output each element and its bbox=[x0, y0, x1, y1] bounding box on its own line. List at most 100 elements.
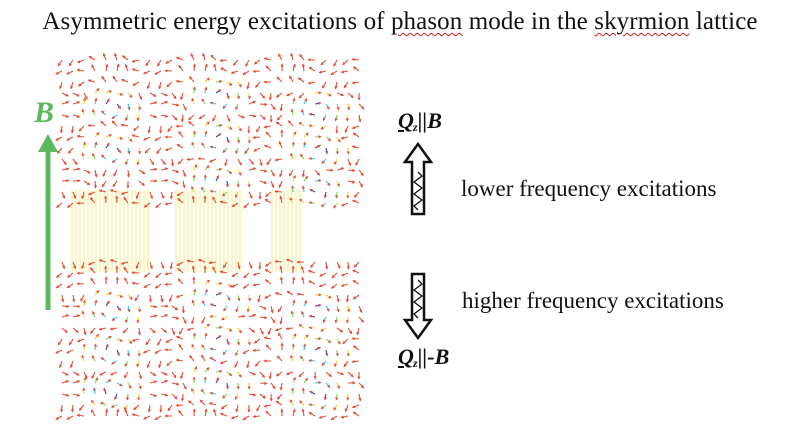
spin-arrow bbox=[320, 202, 327, 208]
spin-arrow bbox=[264, 261, 272, 267]
spin-arrow bbox=[116, 147, 122, 154]
spin-arrow bbox=[192, 332, 197, 340]
spin-arrow bbox=[122, 327, 129, 334]
spin-arrow bbox=[81, 310, 85, 318]
spin-arrow bbox=[290, 52, 294, 61]
spin-arrow bbox=[135, 261, 140, 270]
spin-arrow bbox=[81, 354, 85, 362]
higher-frequency-label: higher frequency excitations bbox=[462, 288, 724, 313]
spin-arrow bbox=[259, 158, 263, 167]
spin-arrow bbox=[314, 380, 322, 385]
spin-arrow bbox=[259, 381, 268, 385]
spin-arrow bbox=[186, 259, 195, 263]
spin-arrow bbox=[123, 266, 129, 274]
spin-arrow bbox=[257, 294, 261, 303]
spin-arrow bbox=[55, 70, 63, 75]
spin-arrow bbox=[347, 168, 356, 173]
spin-arrow bbox=[246, 360, 250, 369]
spin-arrow bbox=[292, 131, 297, 138]
spin-arrow bbox=[204, 408, 208, 417]
spin-arrow bbox=[159, 125, 163, 134]
spin-arrow bbox=[247, 338, 251, 346]
spin-arrow bbox=[237, 125, 242, 132]
spin-arrow bbox=[160, 314, 169, 318]
spin-arrow bbox=[336, 382, 340, 390]
spin-arrow bbox=[201, 316, 206, 324]
spin-arrow bbox=[277, 332, 283, 340]
spin-arrow bbox=[204, 323, 210, 329]
spin-arrow bbox=[171, 114, 178, 121]
spin-arrow bbox=[72, 114, 81, 118]
spin-arrow bbox=[127, 338, 133, 345]
spin-arrow bbox=[308, 66, 316, 72]
q-relation: ||- bbox=[417, 344, 435, 369]
spin-arrow bbox=[299, 355, 305, 362]
spin-arrow bbox=[175, 294, 184, 298]
spin-arrow bbox=[105, 335, 113, 340]
spin-arrow bbox=[255, 81, 261, 88]
spin-arrow bbox=[166, 81, 173, 88]
spin-arrow bbox=[136, 114, 140, 122]
spin-arrow bbox=[234, 360, 239, 368]
spin-arrow bbox=[138, 371, 143, 380]
spin-arrow bbox=[136, 316, 140, 324]
spin-arrow bbox=[351, 81, 360, 85]
spin-arrow bbox=[125, 316, 129, 324]
spin-arrow bbox=[222, 191, 228, 197]
spin-arrow bbox=[351, 359, 360, 364]
spin-arrow bbox=[285, 326, 294, 331]
spin-arrow bbox=[182, 169, 187, 178]
spin-arrow bbox=[320, 59, 327, 66]
spin-arrow bbox=[55, 415, 63, 420]
spin-arrow bbox=[252, 135, 261, 140]
spin-arrow bbox=[259, 327, 264, 335]
spin-arrow bbox=[100, 357, 107, 362]
spin-arrow bbox=[167, 404, 173, 412]
spin-arrow bbox=[352, 411, 360, 417]
spin-arrow bbox=[352, 132, 360, 138]
spin-arrow bbox=[109, 259, 118, 263]
spin-arrow bbox=[307, 81, 316, 85]
spin-arrow bbox=[92, 152, 96, 160]
spin-arrow bbox=[83, 180, 91, 186]
b-symbol: B bbox=[427, 108, 442, 133]
spin-arrow bbox=[160, 178, 169, 183]
spin-arrow bbox=[303, 175, 309, 182]
spin-arrow bbox=[160, 100, 169, 105]
spin-arrow bbox=[171, 393, 178, 400]
spin-arrow bbox=[67, 147, 74, 154]
spin-arrow bbox=[98, 259, 107, 263]
spin-arrow bbox=[134, 294, 140, 302]
spin-arrow bbox=[178, 130, 184, 138]
spin-arrow bbox=[301, 169, 306, 178]
spin-arrow bbox=[246, 81, 250, 90]
spin-arrow bbox=[111, 114, 118, 119]
spin-arrow bbox=[237, 261, 241, 270]
spin-arrow bbox=[201, 299, 206, 307]
spin-arrow bbox=[212, 114, 217, 122]
spin-arrow bbox=[340, 283, 349, 287]
q-relation: || bbox=[417, 108, 428, 133]
spin-arrow bbox=[61, 261, 66, 270]
spin-arrow bbox=[235, 349, 239, 357]
spin-arrow bbox=[299, 153, 305, 160]
spin-arrow bbox=[254, 360, 261, 367]
spin-arrow bbox=[93, 180, 98, 189]
spin-arrow bbox=[149, 327, 156, 334]
spin-arrow bbox=[105, 379, 112, 384]
spin-arrow bbox=[351, 125, 360, 130]
field-arrow bbox=[38, 134, 58, 310]
spin-arrow bbox=[187, 400, 195, 406]
spin-arrow bbox=[131, 134, 140, 138]
spin-arrow bbox=[288, 120, 294, 127]
spin-arrow bbox=[325, 371, 332, 377]
spin-arrow bbox=[160, 158, 166, 165]
spin-arrow bbox=[323, 393, 327, 401]
spin-arrow bbox=[256, 404, 261, 412]
spin-arrow bbox=[171, 371, 177, 379]
spin-arrow bbox=[334, 316, 338, 324]
spin-arrow bbox=[72, 191, 77, 200]
spin-arrow bbox=[124, 409, 129, 417]
lower-frequency-label: lower frequency excitations bbox=[461, 176, 717, 201]
spin-arrow bbox=[69, 360, 74, 369]
